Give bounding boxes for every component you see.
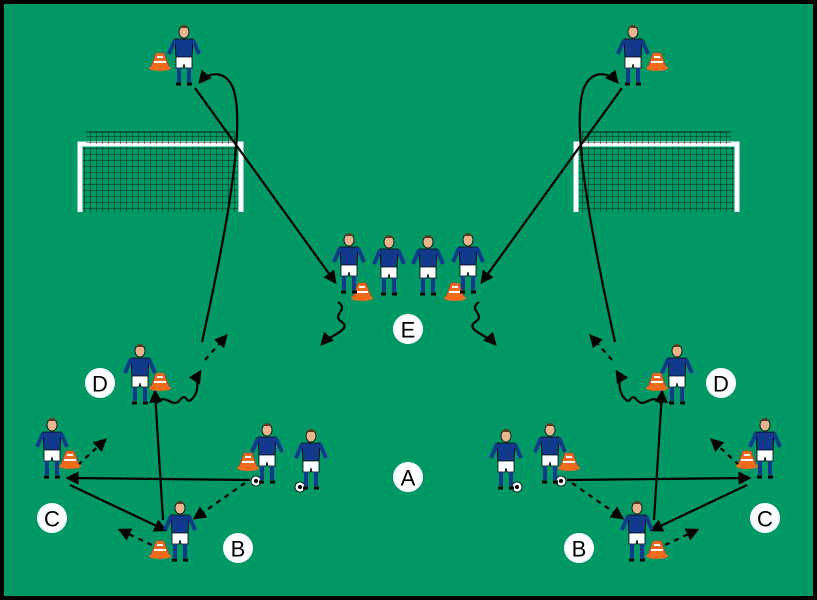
- station-label-b-left: B: [223, 533, 253, 563]
- pitch-surface: [4, 4, 813, 596]
- svg-text:D: D: [713, 372, 729, 397]
- svg-text:B: B: [231, 537, 246, 562]
- station-label-d-left: D: [85, 368, 115, 398]
- svg-text:B: B: [572, 537, 587, 562]
- svg-text:D: D: [92, 372, 108, 397]
- svg-text:A: A: [401, 466, 416, 491]
- station-label-b-right: B: [564, 533, 594, 563]
- station-label-c-right: C: [750, 503, 780, 533]
- svg-text:E: E: [401, 318, 416, 343]
- svg-text:C: C: [44, 507, 60, 532]
- station-label-d-right: D: [706, 368, 736, 398]
- svg-text:C: C: [757, 507, 773, 532]
- station-label-e: E: [393, 314, 423, 344]
- station-label-c-left: C: [37, 503, 67, 533]
- station-label-a: A: [393, 462, 423, 492]
